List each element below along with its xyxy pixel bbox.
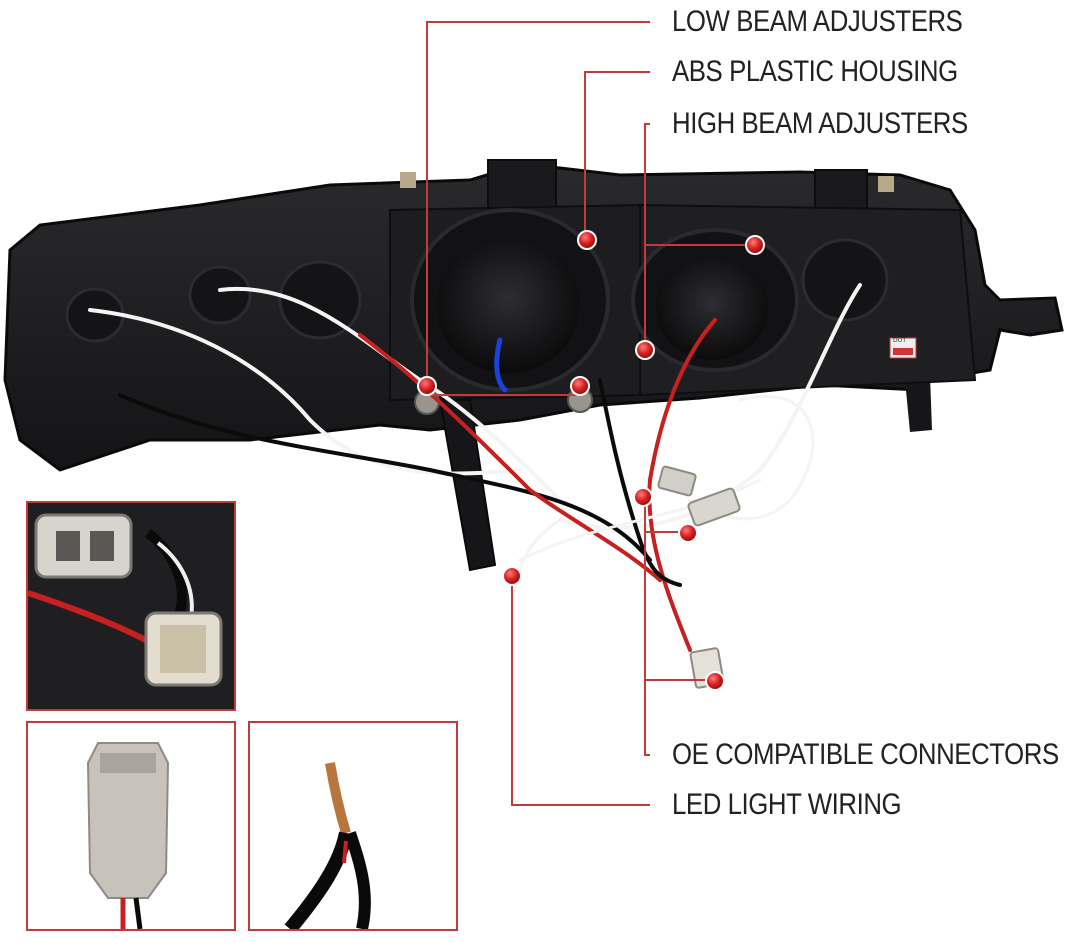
callout-dot <box>502 566 522 586</box>
callout-leader-lines <box>426 21 755 806</box>
inset-led-bulb-closeup <box>26 721 236 931</box>
callout-oe-compatible-connectors: OE COMPATIBLE CONNECTORS <box>672 738 1059 771</box>
callout-high-beam-adjusters: HIGH BEAM ADJUSTERS <box>672 107 968 140</box>
side-marker-socket <box>65 238 889 343</box>
inset-connector-closeup <box>26 501 236 711</box>
connector-closeup-illustration <box>28 503 234 709</box>
callout-led-light-wiring: LED LIGHT WIRING <box>672 788 902 821</box>
callout-dot <box>705 671 725 691</box>
callout-dot <box>570 376 590 396</box>
callout-dot <box>678 523 698 543</box>
callout-dot <box>633 487 653 507</box>
low-beam-bulb-cap <box>410 208 610 392</box>
callout-dot <box>417 376 437 396</box>
callout-low-beam-adjusters: LOW BEAM ADJUSTERS <box>672 5 963 38</box>
callout-dots <box>417 230 765 691</box>
callout-abs-plastic-housing: ABS PLASTIC HOUSING <box>672 55 958 88</box>
dot-sticker-text: DOT <box>893 337 907 344</box>
dot-sticker <box>889 337 917 359</box>
led-bulb-illustration <box>28 723 234 929</box>
callout-dot <box>745 235 765 255</box>
inset-wire-splice-closeup <box>248 721 458 931</box>
callout-dot <box>577 230 597 250</box>
wire-splice-illustration <box>250 723 456 929</box>
callout-dot <box>635 340 655 360</box>
high-beam-bulb-cap <box>631 228 799 372</box>
oe-connector-plugs <box>657 465 741 689</box>
